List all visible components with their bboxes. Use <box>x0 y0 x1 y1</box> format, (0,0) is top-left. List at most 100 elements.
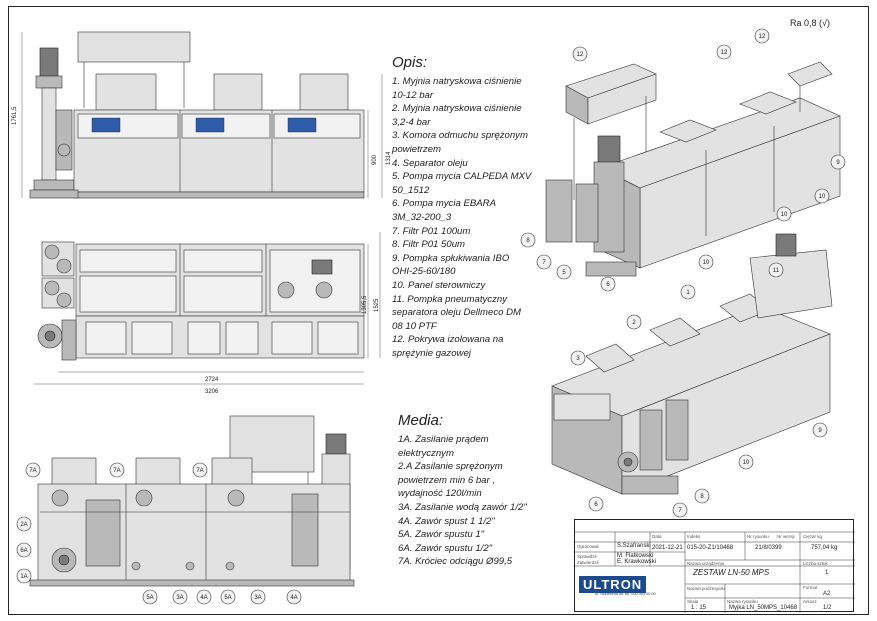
svg-text:3A: 3A <box>254 595 261 601</box>
svg-text:5: 5 <box>562 270 566 276</box>
company-address: ul. Słoneczna 56, tel. 000 000 00 00 <box>595 592 656 596</box>
drawing-no-label: Nr rysunku <box>747 534 769 539</box>
callout-3: 3 <box>570 350 586 366</box>
description-item: 5. Pompa mycia CALPEDA MXV <box>392 171 532 183</box>
qty-label: Liczba sztuk <box>803 561 828 566</box>
callout-9b: 9 <box>812 422 828 438</box>
drawn-by-label: Opracował <box>577 544 599 549</box>
callout-2: 2 <box>626 314 642 330</box>
media-item: wydajność 120l/min <box>398 488 482 500</box>
media-item: 4A. Zawór spust 1 1/2" <box>398 515 495 527</box>
media-item: 1A. Zasilanie prądem <box>398 434 489 445</box>
drawing-frame <box>8 6 869 615</box>
description-item: 12. Pokrywa izolowana na <box>392 334 504 346</box>
callout-1a: 1A <box>16 568 32 584</box>
date: 2021-12-21 <box>652 545 683 551</box>
svg-text:9: 9 <box>836 160 840 166</box>
rear-view <box>29 415 355 587</box>
callout-4a-1: 4A <box>196 589 212 605</box>
media-item: 2.A Zasilanie sprężonym <box>398 461 503 473</box>
description-item: separatora oleju Dellmeco DM <box>392 307 522 319</box>
file-name: Myjka LN_50MPS_10468 <box>729 605 798 611</box>
svg-text:8: 8 <box>526 238 530 244</box>
svg-text:12: 12 <box>759 34 766 40</box>
callout-5a-1: 5A <box>142 589 158 605</box>
description-item: 10-12 bar <box>392 89 434 101</box>
callout-3a-2: 3A <box>250 589 266 605</box>
roughness-value: Ra 0,8 <box>790 18 817 28</box>
device-name: ZESTAW LN-50 MPS <box>693 568 770 577</box>
callout-7a-3: 7A <box>192 462 208 478</box>
checked-by-label: Sprawdził <box>577 554 597 559</box>
svg-text:6A: 6A <box>20 548 27 554</box>
svg-text:7A: 7A <box>196 468 203 474</box>
media-item: 5A. Zawór spustu 1" <box>398 529 485 541</box>
svg-text:12: 12 <box>721 50 728 56</box>
svg-text:7: 7 <box>678 508 682 514</box>
subassembly-label: Nazwa podzespołu <box>687 586 726 591</box>
approved-by-label: Zatwierdził <box>577 560 599 565</box>
callout-4a-2: 4A <box>286 589 302 605</box>
iso2-callouts: 1 2 3 11 9 6 7 8 10 <box>570 262 828 518</box>
description-item: 50_1512 <box>392 184 430 196</box>
version-label: Nr wersji <box>777 534 795 539</box>
date-label: Data <box>652 534 662 539</box>
checked-by: M. Flatkowski <box>617 553 654 559</box>
svg-text:2: 2 <box>632 320 636 326</box>
mass: 757,04 kg <box>811 545 838 551</box>
callout-9: 9 <box>830 154 846 170</box>
callout-7b: 7 <box>672 502 688 518</box>
svg-text:7: 7 <box>542 260 546 266</box>
callout-1: 1 <box>680 284 696 300</box>
drawing-no: 21/8/0399 <box>755 545 782 551</box>
dim-height-mid: 1314 <box>386 151 392 165</box>
callout-5a-2: 5A <box>220 589 236 605</box>
roughness-check-icon: (√) <box>819 18 830 28</box>
sheet-label: Arkusz <box>803 599 817 604</box>
dim-height-tank: 900 <box>372 154 378 165</box>
description-item: 6. Pompa mycia EBARA <box>392 198 496 210</box>
description-item: powietrzem <box>392 143 442 155</box>
svg-text:3A: 3A <box>176 595 183 601</box>
scale-label: Skala <box>687 599 699 604</box>
svg-text:11: 11 <box>773 268 780 274</box>
format-label: Format <box>803 585 818 590</box>
description-item: 3M_32-200_3 <box>392 211 452 223</box>
description-notes: Opis: 1. Myjnia natryskowa ciśnienie 10-1… <box>392 54 540 360</box>
front-view: 1761,5 900 1314 <box>12 31 392 199</box>
callout-7a-2: 7A <box>109 462 125 478</box>
media-item: 6A. Zawór spustu 1/2" <box>398 542 493 554</box>
file-label: Nazwa rysunku <box>727 599 758 604</box>
sheet: 1/2 <box>823 605 832 611</box>
callout-11: 11 <box>768 262 784 278</box>
media-item: 3A. Zasilanie wodą zawór 1/2" <box>398 501 527 513</box>
description-item: sprężynie gazowej <box>392 347 471 359</box>
top-view: 2724 3206 1305,5 1525 <box>34 232 381 395</box>
callout-8: 8 <box>520 232 536 248</box>
svg-text:5A: 5A <box>146 595 153 601</box>
svg-text:10: 10 <box>819 194 826 200</box>
index-label: Indeks <box>687 534 701 539</box>
media-item: 7A. Króciec odciągu Ø99,5 <box>398 556 513 568</box>
rear-view-callouts: 7A 7A 7A 2A 6A 1A 5A 3A 4A 5A 3A 4A <box>16 462 302 605</box>
callout-6: 6 <box>600 276 616 292</box>
iso1-callouts: 12 12 12 8 7 5 6 10 10 10 9 <box>520 28 846 292</box>
index: 015-20-Z1/10468 <box>687 545 734 551</box>
description-item: 10. Panel sterowniczy <box>392 279 486 291</box>
description-title: Opis: <box>392 54 428 71</box>
media-list: 1A. Zasilanie prądem elektrycznym 2.A Zasi… <box>398 433 558 569</box>
scale: 1 : 15 <box>691 605 707 611</box>
callout-10-c: 10 <box>814 188 830 204</box>
svg-text:3: 3 <box>576 356 580 362</box>
description-item: 11. Pompka pneumatyczny <box>392 293 508 305</box>
approved-by: E. Krawkowski <box>617 559 657 565</box>
media-item: elektrycznym <box>398 447 454 459</box>
title-block-grid <box>575 531 855 613</box>
description-item: 08 10 PTF <box>392 320 437 332</box>
svg-text:7A: 7A <box>29 468 36 474</box>
description-item: 1. Myjnia natryskowa ciśnienie <box>392 76 522 87</box>
